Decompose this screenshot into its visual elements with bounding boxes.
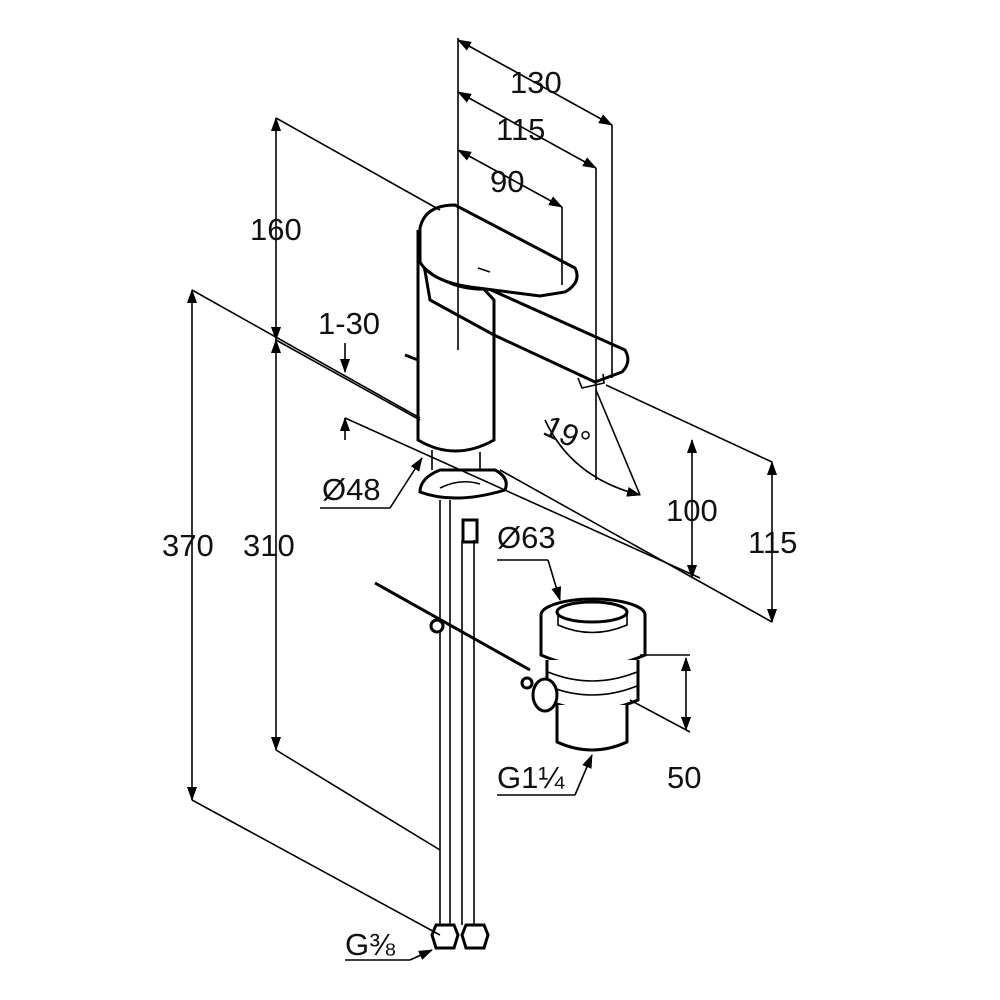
dim-310: 310 [243,528,295,563]
dim-thread-g1-1-4: G1¼ [497,760,565,795]
dim-diameter-63: Ø63 [497,520,556,555]
dim-160: 160 [250,212,302,247]
dim-115-top: 115 [496,112,545,147]
dim-thread-g3-8: G⅜ [345,927,395,962]
waste-valve [531,597,647,752]
faucet-body [374,203,630,950]
dim-1-30: 1-30 [318,306,380,341]
dim-diameter-48: Ø48 [322,472,381,507]
dim-50: 50 [667,760,701,795]
dimension-labels: 130 115 90 160 1-30 Ø48 370 310 19° 100 … [162,65,797,962]
dimension-lines [187,38,777,961]
dim-angle-19: 19° [538,408,595,460]
dim-90: 90 [490,164,524,199]
dim-370: 370 [162,528,214,563]
dim-115-right: 115 [748,525,797,560]
dim-130: 130 [510,65,562,100]
dim-100: 100 [666,493,718,528]
